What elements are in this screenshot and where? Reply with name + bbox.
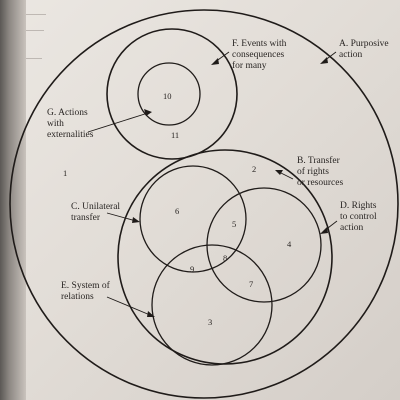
arrow-to-d [320,220,338,234]
arrow-to-c [106,212,140,223]
circle-a-purposive-action [9,9,399,399]
circle-g-externalities [137,62,201,126]
circle-e-system [151,244,273,366]
page-gutter [0,0,26,400]
arrow-to-b [275,170,294,180]
label-c: C. Unilateral transfer [71,202,122,223]
label-e: E. System of relations [61,280,112,302]
region-4: 4 [287,239,292,249]
arrow-to-a [320,51,337,64]
region-10: 10 [163,91,172,101]
label-d: D. Rights to control action [340,201,379,233]
label-g: G. Actions with externalities [47,108,94,140]
region-11: 11 [171,130,179,140]
label-a: A. Purposive action [339,39,391,60]
circle-d-rights [206,187,322,303]
region-9: 9 [190,264,194,274]
bleed-through-line [26,30,44,31]
region-5: 5 [232,219,236,229]
region-1: 1 [63,168,67,178]
region-7: 7 [249,279,253,289]
region-6: 6 [175,206,179,216]
arrow-to-e [106,296,155,317]
arrow-to-f [211,51,230,65]
arrow-to-g [87,109,152,133]
label-b: B. Transfer of rights or resources [297,155,343,188]
circle-f-events [106,28,238,160]
bleed-through-line [26,14,46,15]
region-8: 8 [223,253,227,263]
circle-c-unilateral [139,165,247,273]
label-f: F. Events with consequences for many [232,39,289,71]
bleed-through-line [26,58,42,59]
region-3: 3 [208,317,212,327]
region-2: 2 [252,164,256,174]
